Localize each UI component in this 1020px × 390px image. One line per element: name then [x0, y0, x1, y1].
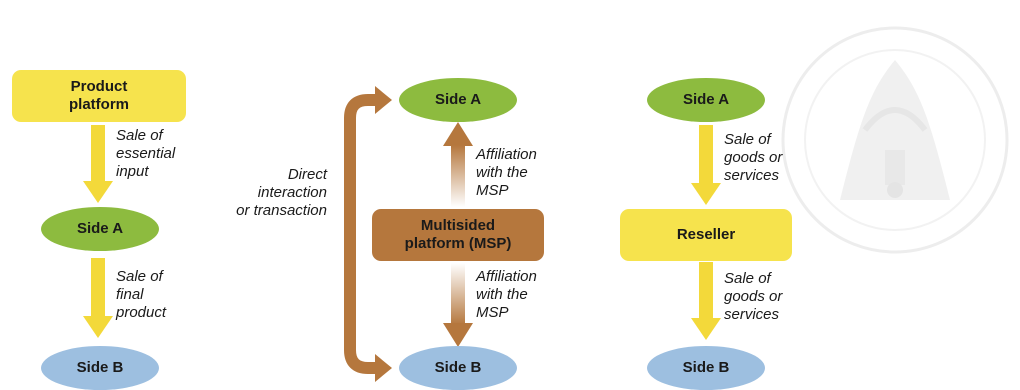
label-affiliation-bottom: Affiliation with the MSP — [476, 268, 537, 321]
arrow-msp-to-side-b — [443, 263, 473, 347]
reseller-box: Reseller — [620, 209, 792, 261]
arrow-reseller-to-side-b — [691, 262, 721, 340]
label-affiliation-top: Affiliation with the MSP — [476, 146, 537, 199]
column2-side-a: Side A — [399, 78, 517, 122]
label-sale-final-product: Sale of final product — [116, 268, 167, 321]
arrow-side-a-to-side-b — [83, 258, 113, 338]
label-sale-goods-top: Sale of goods or services — [724, 131, 783, 184]
column1-side-b: Side B — [41, 346, 159, 390]
product-platform-box: Product platform — [12, 70, 186, 122]
arrow-side-a-to-reseller — [691, 125, 721, 205]
column1-side-a: Side A — [41, 207, 159, 251]
label-direct-interaction: Direct interaction or transaction — [236, 166, 327, 219]
label-sale-goods-bottom: Sale of goods or services — [724, 270, 783, 323]
university-seal-watermark — [781, 26, 1009, 254]
column3-side-a: Side A — [647, 78, 765, 122]
arrow-direct-interaction — [344, 86, 392, 382]
multisided-platform-box: Multisided platform (MSP) — [372, 209, 544, 261]
arrow-msp-to-side-a — [443, 122, 473, 207]
column2-side-b: Side B — [399, 346, 517, 390]
column3-side-b: Side B — [647, 346, 765, 390]
label-sale-essential-input: Sale of essential input — [116, 127, 176, 180]
arrow-platform-to-side-a — [83, 125, 113, 203]
